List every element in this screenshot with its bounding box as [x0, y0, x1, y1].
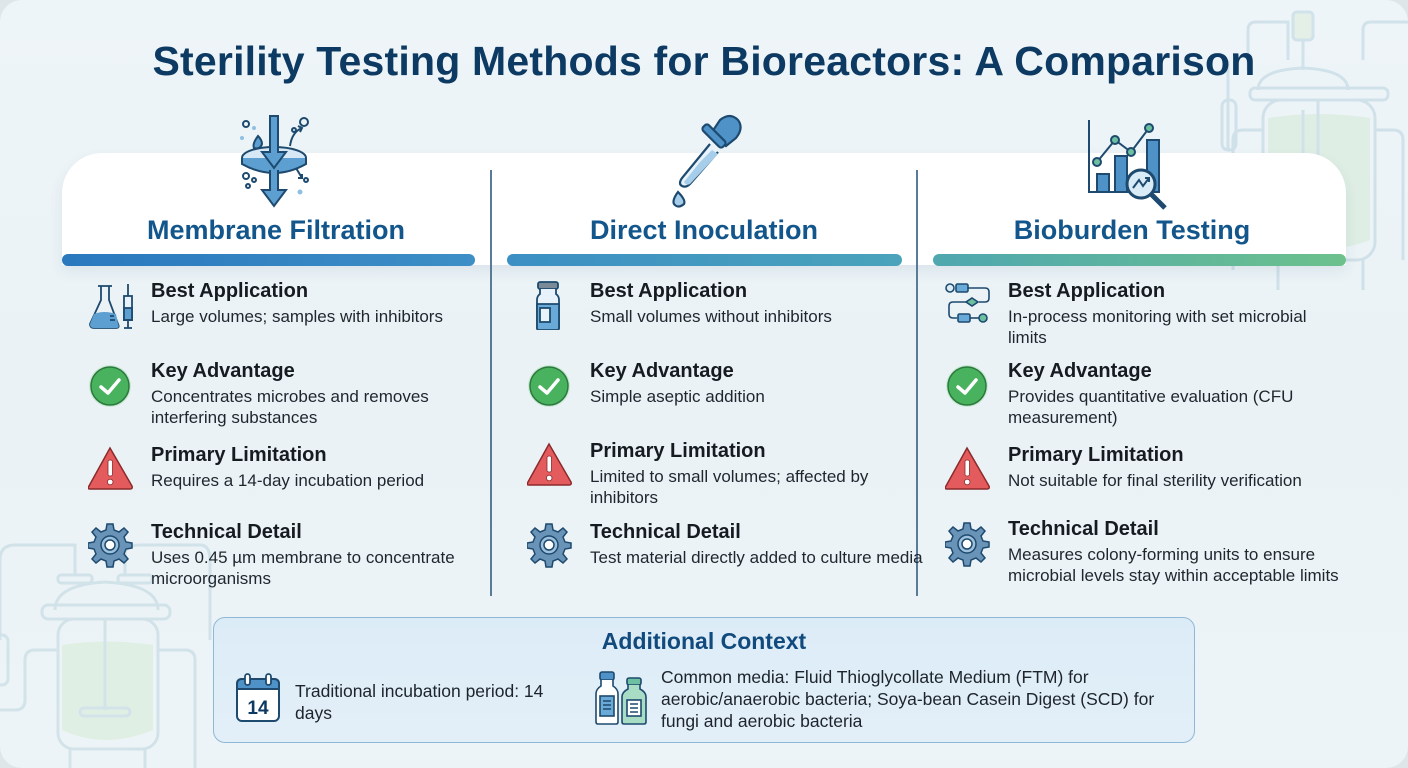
incubation-period-text: Traditional incubation period: 14 days	[295, 681, 544, 723]
item-description: Small volumes without inhibitors	[590, 307, 832, 326]
chart-magnifier-icon	[1088, 120, 1167, 210]
column-accent-bar	[933, 254, 1346, 266]
item-label: Technical Detail	[1008, 518, 1159, 540]
page-title: Sterility Testing Methods for Bioreactor…	[152, 38, 1256, 84]
additional-context-panel	[213, 617, 1195, 743]
vial-icon	[536, 281, 560, 330]
item-description: Limited to small volumes; affected by in…	[590, 467, 869, 507]
additional-context-title: Additional Context	[601, 628, 807, 654]
item-label: Best Application	[1008, 280, 1166, 302]
item-label: Key Advantage	[151, 360, 295, 382]
item-description: Not suitable for final sterility verific…	[1008, 471, 1302, 490]
column-title-bioburden-testing: Bioburden Testing	[1013, 215, 1251, 245]
item-label: Best Application	[590, 280, 748, 302]
item-description: In-process monitoring with set microbial…	[1008, 307, 1307, 347]
gear-icon	[945, 522, 990, 567]
column-divider	[916, 170, 918, 596]
common-media-text: Common media: Fluid Thioglycollate Mediu…	[661, 667, 1155, 731]
item-description: Provides quantitative evaluation (CFU me…	[1008, 387, 1294, 427]
item-label: Primary Limitation	[590, 440, 766, 462]
warning-triangle-icon	[88, 446, 133, 490]
item-description: Simple aseptic addition	[590, 387, 765, 406]
item-description: Uses 0.45 µm membrane to concentrate mic…	[151, 548, 455, 588]
item-label: Primary Limitation	[1008, 444, 1184, 466]
column-divider	[490, 170, 492, 596]
item-label: Technical Detail	[590, 521, 741, 543]
calendar-day-number: 14	[247, 698, 269, 719]
column-accent-bar	[507, 254, 902, 266]
dropper-icon	[672, 114, 742, 208]
item-label: Best Application	[151, 280, 309, 302]
check-circle-icon	[528, 365, 570, 407]
item-description: Requires a 14-day incubation period	[151, 471, 425, 490]
flask-syringe-icon	[89, 284, 133, 329]
item-label: Primary Limitation	[151, 444, 327, 466]
item-description: Large volumes; samples with inhibitors	[151, 307, 443, 326]
check-circle-icon	[89, 365, 131, 407]
item-label: Key Advantage	[1008, 360, 1152, 382]
column-title-membrane-filtration: Membrane Filtration	[146, 215, 406, 245]
warning-triangle-icon	[945, 446, 990, 490]
process-flow-icon	[945, 283, 990, 323]
bioreactor-illustration-icon	[0, 543, 212, 768]
membrane-filter-icon	[240, 115, 309, 208]
warning-triangle-icon	[527, 442, 572, 486]
calendar-icon: 14	[236, 673, 280, 722]
media-bottles-icon	[595, 671, 647, 725]
item-label: Key Advantage	[590, 360, 734, 382]
item-description: Measures colony-forming units to ensure …	[1008, 545, 1339, 585]
check-circle-icon	[946, 365, 988, 407]
item-description: Test material directly added to culture …	[590, 548, 923, 567]
column-title-direct-inoculation: Direct Inoculation	[589, 215, 819, 245]
item-label: Technical Detail	[151, 521, 302, 543]
gear-icon	[527, 523, 572, 568]
gear-icon	[88, 523, 133, 568]
column-accent-bar	[62, 254, 475, 266]
item-description: Concentrates microbes and removes interf…	[151, 387, 429, 427]
